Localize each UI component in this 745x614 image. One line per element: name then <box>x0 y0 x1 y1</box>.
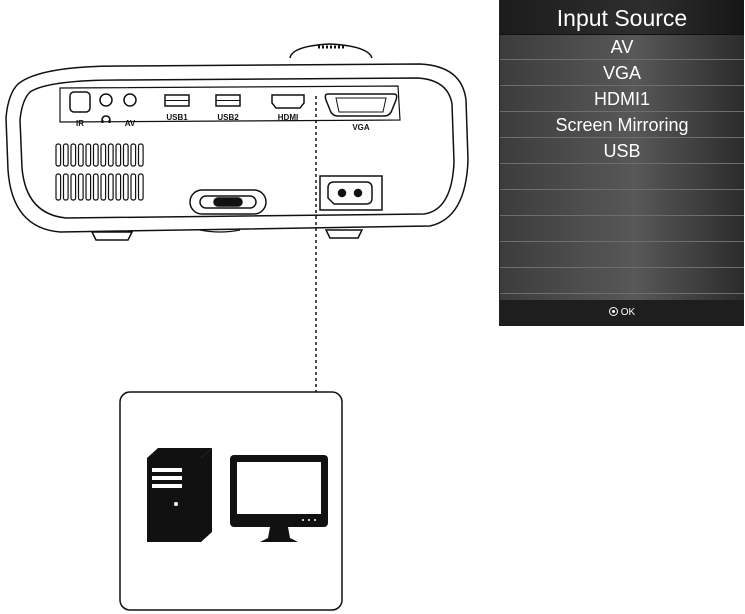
power-socket-frame <box>319 175 383 211</box>
keystone-slider <box>189 189 267 215</box>
av-jack <box>123 93 137 107</box>
menu-item-vga[interactable]: VGA <box>500 60 744 86</box>
menu-item-usb[interactable]: USB <box>500 138 744 164</box>
focus-wheel <box>289 43 373 59</box>
menu-item-empty <box>500 242 744 268</box>
port-label-hdmi: HDMI <box>278 113 298 122</box>
projector-foot-right <box>324 229 364 239</box>
menu-item-av[interactable]: AV <box>500 34 744 60</box>
pc-tower-icon <box>147 448 212 542</box>
menu-footer: OK <box>500 300 744 326</box>
menu-item-empty <box>500 164 744 190</box>
menu-item-empty <box>500 190 744 216</box>
ir-window <box>69 91 91 113</box>
menu-footer-ok-label: OK <box>620 307 636 318</box>
port-label-usb2: USB2 <box>217 113 239 122</box>
vga-port <box>324 93 398 117</box>
computer-box <box>119 391 343 611</box>
projector-inner-shell <box>19 77 455 219</box>
ok-button-icon <box>608 307 618 316</box>
port-label-vga: VGA <box>352 123 370 132</box>
input-source-menu: Input Source AV VGA HDMI1 Screen Mirrori… <box>499 0 744 326</box>
menu-list: AV VGA HDMI1 Screen Mirroring USB <box>500 34 744 294</box>
projector-foot-left <box>90 231 134 241</box>
projector <box>5 43 469 241</box>
projector-outer-shell <box>5 63 469 233</box>
headphone-jack <box>99 93 113 107</box>
port-label-ir: IR <box>76 119 84 128</box>
menu-item-empty <box>500 268 744 294</box>
menu-item-screen-mirroring[interactable]: Screen Mirroring <box>500 112 744 138</box>
port-panel <box>59 85 401 123</box>
menu-item-hdmi1[interactable]: HDMI1 <box>500 86 744 112</box>
headphone-icon <box>101 115 111 122</box>
port-label-usb1: USB1 <box>166 113 188 122</box>
port-label-av: AV <box>125 119 136 128</box>
menu-item-empty <box>500 216 744 242</box>
vent-grille-upper <box>55 143 144 167</box>
hdmi-port <box>271 94 305 109</box>
vent-grille-lower <box>55 173 144 201</box>
monitor-icon <box>230 455 328 542</box>
menu-title: Input Source <box>500 0 744 35</box>
power-socket-icon <box>327 181 373 205</box>
